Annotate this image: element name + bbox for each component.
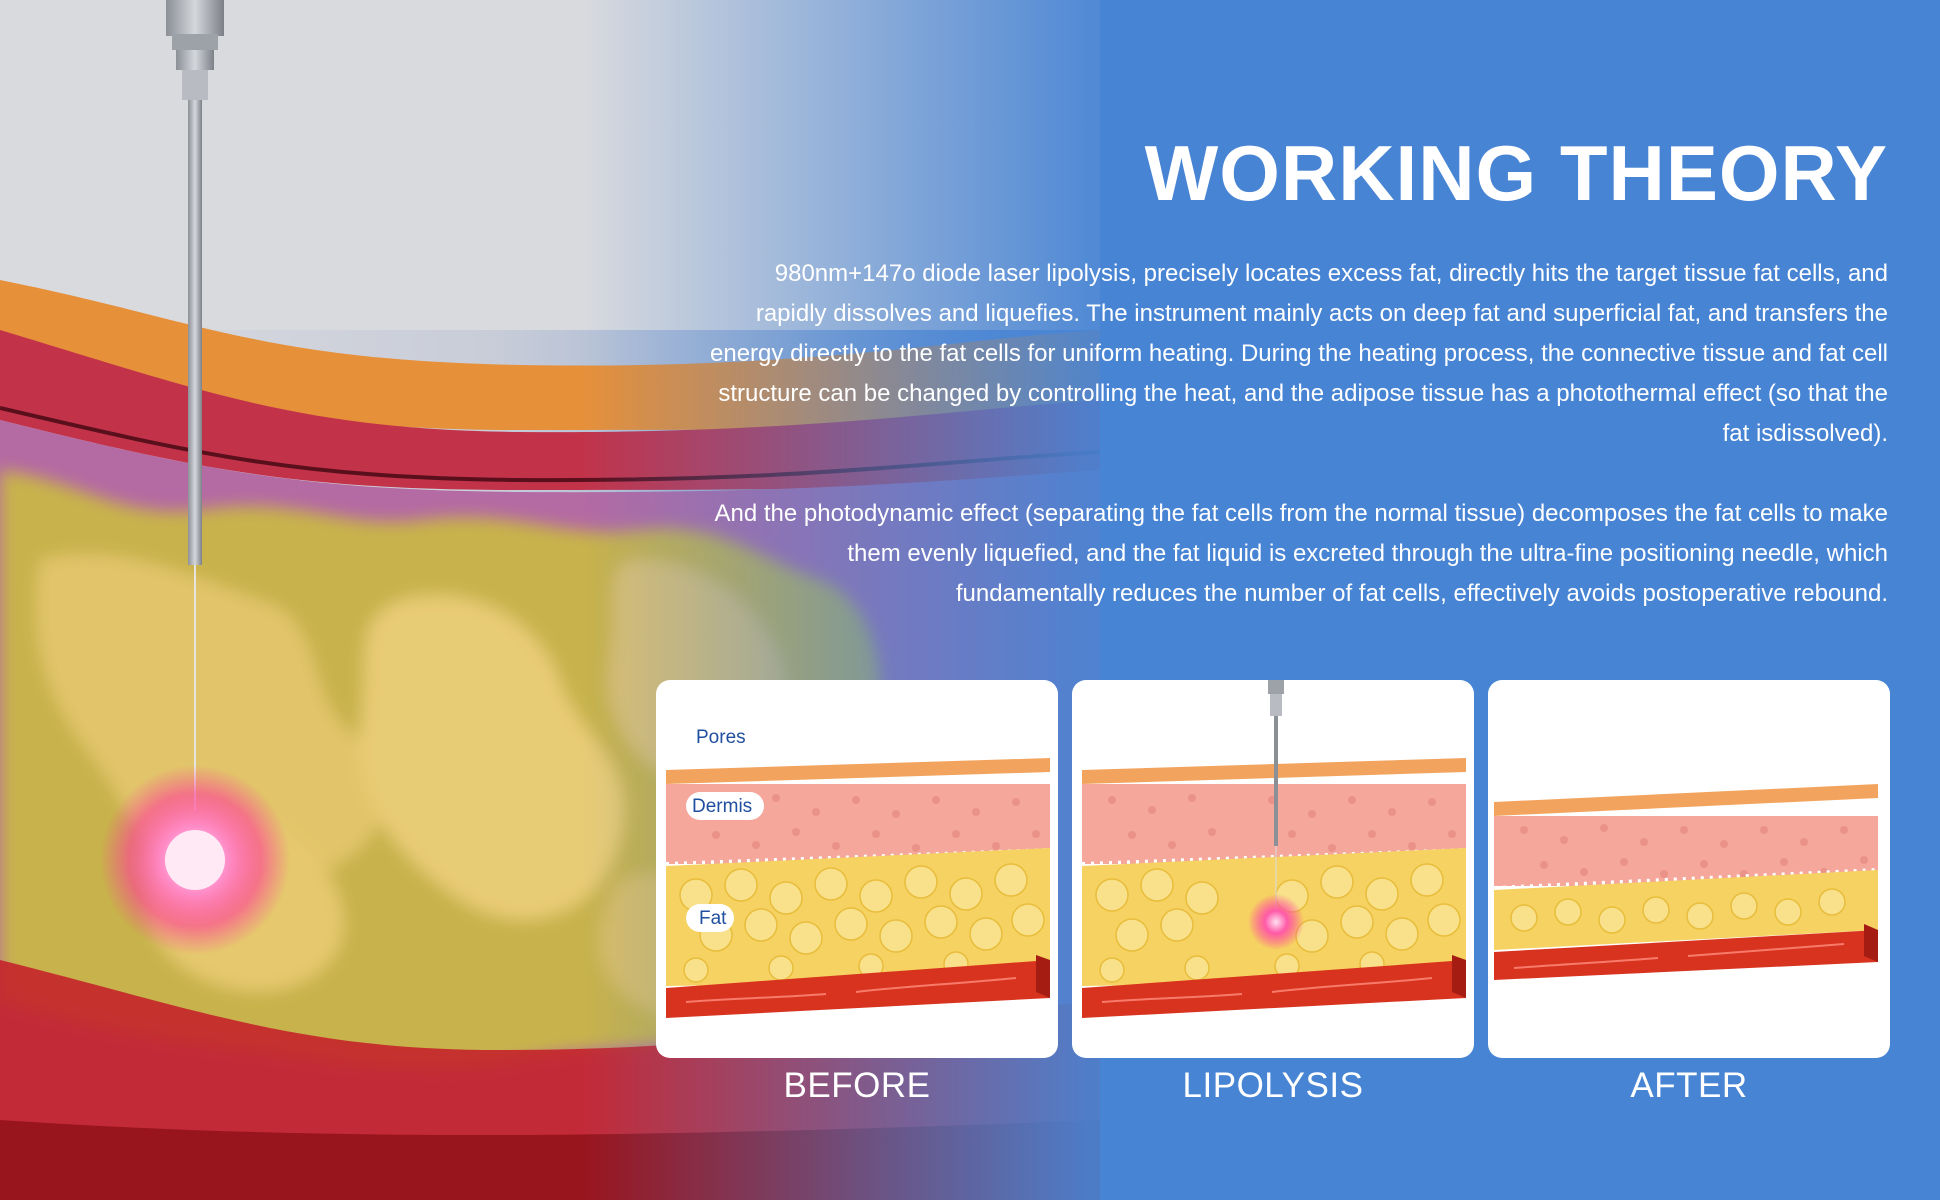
dermis-label: Dermis	[692, 796, 752, 817]
before-caption: BEFORE	[783, 1066, 931, 1105]
lipolysis-caption: LIPOLYSIS	[1182, 1066, 1364, 1105]
lipolysis-panel	[1072, 680, 1474, 1058]
lipolysis-laser-spot-icon	[1248, 894, 1304, 950]
pores-label: Pores	[696, 727, 746, 748]
before-panel: Pores Dermis Fat	[656, 680, 1058, 1058]
before-skin-diagram: Pores Dermis Fat	[665, 727, 1051, 1018]
fat-label: Fat	[699, 908, 727, 929]
lipolysis-needle-icon	[1268, 680, 1284, 916]
after-panel	[1488, 680, 1890, 1058]
description-paragraph-2: And the photodynamic effect (separating …	[714, 500, 1889, 607]
after-skin-diagram	[1493, 784, 1879, 980]
page-title: WORKING THEORY	[1144, 129, 1888, 217]
description-paragraph-1: 980nm+147o diode laser lipolysis, precis…	[710, 260, 1888, 447]
after-caption: AFTER	[1630, 1066, 1748, 1105]
lipolysis-skin-diagram	[1081, 680, 1467, 1018]
